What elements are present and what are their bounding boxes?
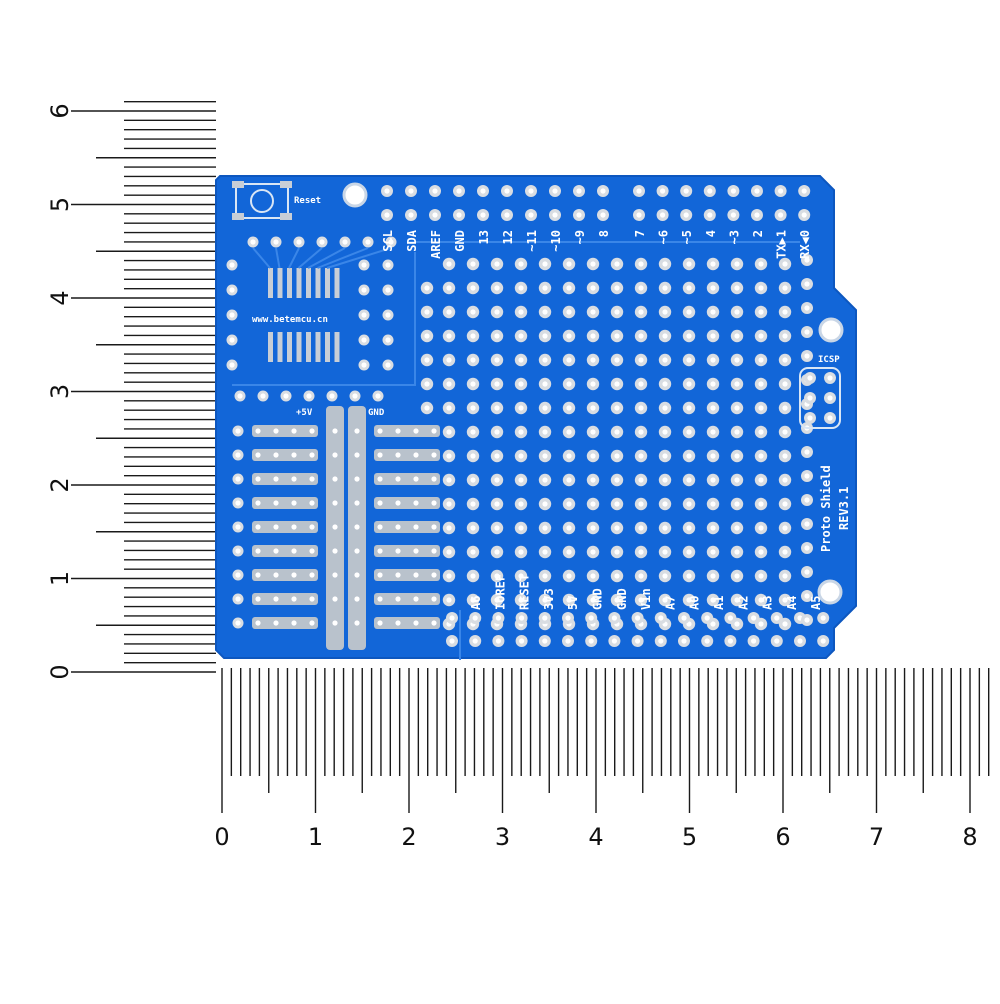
top-pin-label: ~3 <box>727 230 741 244</box>
mount-hole <box>817 579 843 605</box>
ruler-y-label: 6 <box>46 103 74 118</box>
bottom-pin-label: A0 <box>688 596 702 610</box>
top-pin-label: 13 <box>477 230 491 244</box>
icsp-outline <box>799 367 841 429</box>
top-pin-label: ~10 <box>549 230 563 252</box>
mount-hole <box>818 317 844 343</box>
bottom-pin-label: A2 <box>736 596 750 610</box>
top-pin-label: 7 <box>633 230 647 237</box>
bottom-pin-label: A7 <box>663 596 677 610</box>
bottom-pin-label: GND <box>615 588 629 610</box>
board-revision: REV3.1 <box>837 487 851 530</box>
reset-label: Reset <box>294 196 321 206</box>
ruler-y-label: 4 <box>46 290 74 305</box>
top-pin-label: ~9 <box>573 230 587 244</box>
top-pin-label: SDA <box>405 229 419 251</box>
ruler-y-label: 0 <box>46 664 74 679</box>
top-pin-labels: SCL SDA AREF GND 13 12 ~11 ~10 ~9 8 7 ~6 ~5 4 ~3 2 TX▶1 R… <box>381 229 812 259</box>
top-pin-label: 12 <box>501 230 515 244</box>
reset-button-footprint: Reset <box>232 181 321 220</box>
icsp-holes <box>804 372 836 424</box>
bottom-pin-label: RESET <box>518 574 532 610</box>
url-silkscreen: www.betemcu.cn <box>252 315 328 325</box>
gnd-label: GND <box>368 408 385 418</box>
bottom-pin-label: A5 <box>809 596 823 610</box>
top-pin-label: ~6 <box>657 230 671 244</box>
ruler-y-label: 1 <box>46 571 74 586</box>
plus5v-label: +5V <box>296 408 313 418</box>
bottom-pin-label: GND <box>591 588 605 610</box>
vertical-ruler: 0 1 2 3 4 5 6 <box>46 100 216 680</box>
ruler-y-label: 2 <box>46 477 74 492</box>
top-pin-label: 4 <box>704 230 718 237</box>
bottom-pin-label: 3V3 <box>542 588 556 610</box>
icsp-label: ICSP <box>818 355 840 365</box>
ruler-x-label: 4 <box>588 823 603 851</box>
board-title: Proto Shield <box>819 465 833 552</box>
top-pin-label: ~11 <box>525 230 539 252</box>
top-pin-label: AREF <box>429 230 443 259</box>
ruler-x-label: 2 <box>401 823 416 851</box>
ruler-x-label: 0 <box>214 823 229 851</box>
bottom-pin-label: 5V <box>566 596 580 610</box>
ruler-x-label: 7 <box>869 823 884 851</box>
ruler-x-label: 8 <box>962 823 977 851</box>
top-pin-label: TX▶1 <box>775 230 789 259</box>
bottom-pin-label: A4 <box>785 596 799 610</box>
smd-ic-footprint <box>226 236 397 402</box>
bottom-pin-label: A6 <box>469 596 483 610</box>
top-pin-label: ~5 <box>680 230 694 244</box>
top-pin-label: SCL <box>381 230 395 252</box>
top-pin-label: 8 <box>597 230 611 237</box>
ruler-x-label: 6 <box>775 823 790 851</box>
bottom-pin-label: Vin <box>639 588 653 610</box>
ruler-y-label: 5 <box>46 197 74 212</box>
ruler-x-label: 3 <box>495 823 510 851</box>
bottom-pin-label: A1 <box>712 596 726 610</box>
soic-strip-pads <box>232 425 440 629</box>
horizontal-ruler: 0 1 2 3 4 5 6 7 8 <box>214 668 990 851</box>
top-pin-label: GND <box>453 230 467 252</box>
prototype-hole-grid <box>420 257 792 631</box>
top-pin-label: 2 <box>751 230 765 237</box>
bottom-pin-label: A3 <box>761 596 775 610</box>
bottom-pin-label: IOREF <box>493 574 507 610</box>
top-pin-label: RX◀0 <box>798 230 812 259</box>
ruler-x-label: 1 <box>308 823 323 851</box>
proto-shield-board: Reset www.betemcu.cn +5V GND SCL SDA AREF G… <box>215 175 857 660</box>
ruler-y-label: 3 <box>46 384 74 399</box>
mount-hole <box>342 182 368 208</box>
ruler-x-label: 5 <box>682 823 697 851</box>
bottom-pin-labels: A6 IOREF RESET 3V3 5V GND GND Vin A7 A0 A1 A2 A3 A4 A5 <box>469 574 823 610</box>
header-holes <box>381 185 830 647</box>
pcb-outline <box>215 175 857 659</box>
